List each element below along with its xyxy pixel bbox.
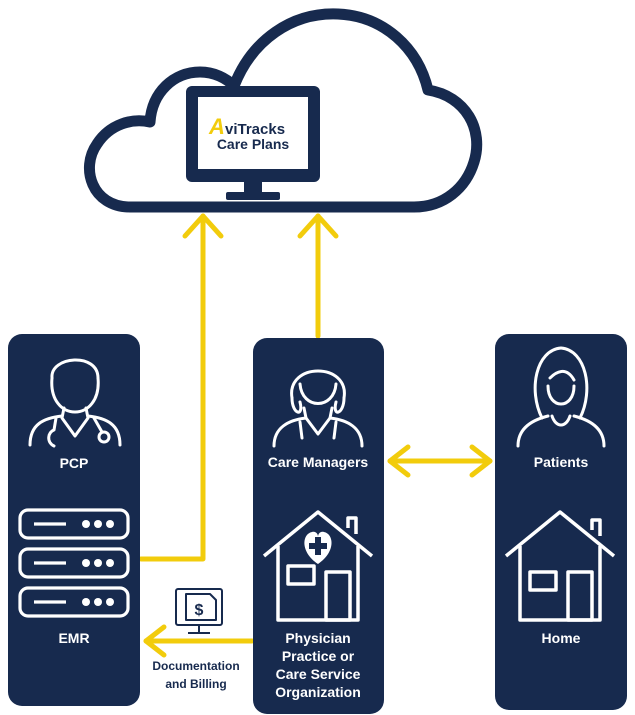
doc-billing-label: Documentation and Billing bbox=[152, 659, 239, 691]
emr-to-cloud-arrow bbox=[138, 213, 206, 562]
org-label-line: Organization bbox=[275, 684, 361, 700]
brand-subtitle: Care Plans bbox=[217, 136, 290, 152]
care-managers-arrowhead bbox=[297, 213, 339, 239]
patients-label: Patients bbox=[534, 454, 589, 470]
patients-home-panel bbox=[495, 334, 627, 710]
doctor-icon bbox=[28, 358, 122, 448]
emr-label: EMR bbox=[58, 630, 89, 646]
emr-arrowhead bbox=[182, 213, 224, 239]
care-managers-label: Care Managers bbox=[268, 454, 369, 470]
nurse-icon bbox=[272, 369, 364, 448]
home-icon bbox=[504, 510, 616, 622]
server-icon bbox=[18, 508, 130, 618]
two-way-arrowhead-right bbox=[469, 444, 493, 478]
avitracks-logo: A viTracks Care Plans bbox=[208, 114, 289, 152]
logo-mark: A bbox=[208, 114, 225, 139]
woman-icon bbox=[516, 346, 606, 448]
two-way-arrowhead-left bbox=[387, 444, 411, 478]
cloud-icon bbox=[84, 8, 483, 213]
org-label-line: Physician bbox=[285, 630, 350, 646]
brand-name: viTracks bbox=[225, 121, 285, 138]
org-label-line: Care Service bbox=[276, 666, 361, 682]
practice-org-label: Physician Practice or Care Service Organ… bbox=[275, 630, 361, 700]
billing-arrowhead bbox=[143, 624, 167, 658]
svg-text:$: $ bbox=[195, 602, 204, 619]
pcp-emr-panel bbox=[8, 334, 140, 706]
invoice-icon: $ bbox=[175, 588, 223, 634]
home-label: Home bbox=[542, 630, 581, 646]
home-medical-icon bbox=[262, 510, 374, 622]
monitor-icon bbox=[186, 86, 320, 200]
pcp-label: PCP bbox=[60, 455, 89, 471]
org-label-line: Practice or bbox=[282, 648, 355, 664]
doc-billing-line: and Billing bbox=[165, 677, 226, 691]
doc-billing-line: Documentation bbox=[152, 659, 239, 673]
